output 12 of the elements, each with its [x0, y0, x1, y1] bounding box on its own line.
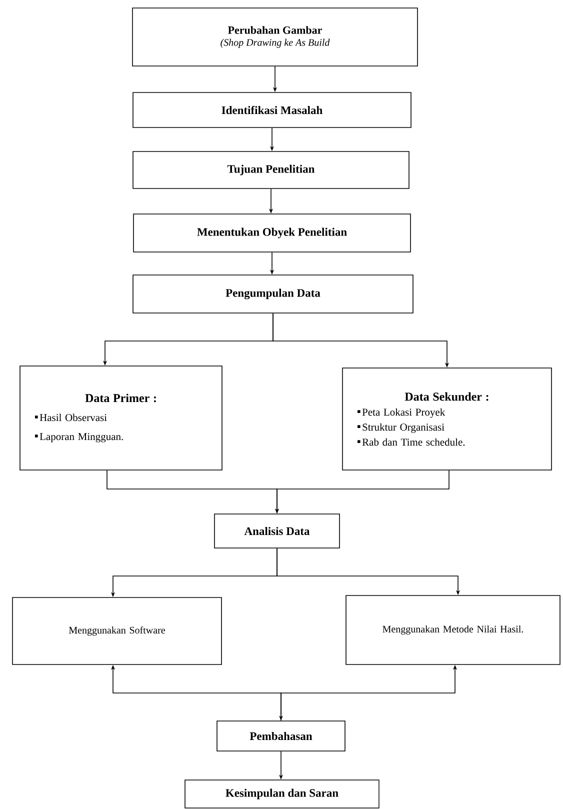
process-box: Menggunakan Software — [12, 597, 222, 665]
process-box: Perubahan Gambar (Shop Drawing ke As Build — [132, 8, 418, 66]
process-box: Kesimpulan dan Saran — [184, 780, 380, 808]
process-box: Identifikasi Masalah — [132, 92, 412, 128]
process-box: Menggunakan Metode Nilai Hasil. — [346, 595, 560, 665]
process-box: Tujuan Penelitian — [132, 151, 410, 189]
process-box: Data Sekunder : Peta Lokasi Proyek Struktur Organisasi Rab dan Time schedule. — [342, 368, 552, 470]
process-box: Menentukan Obyek Penelitian — [133, 214, 411, 252]
process-box: Pembahasan — [216, 720, 346, 752]
process-box: Data Primer : Hasil Observasi Laporan Mingguan. — [20, 366, 222, 470]
process-box: Pengumpulan Data — [132, 274, 414, 314]
process-box: Analisis Data — [214, 514, 340, 548]
